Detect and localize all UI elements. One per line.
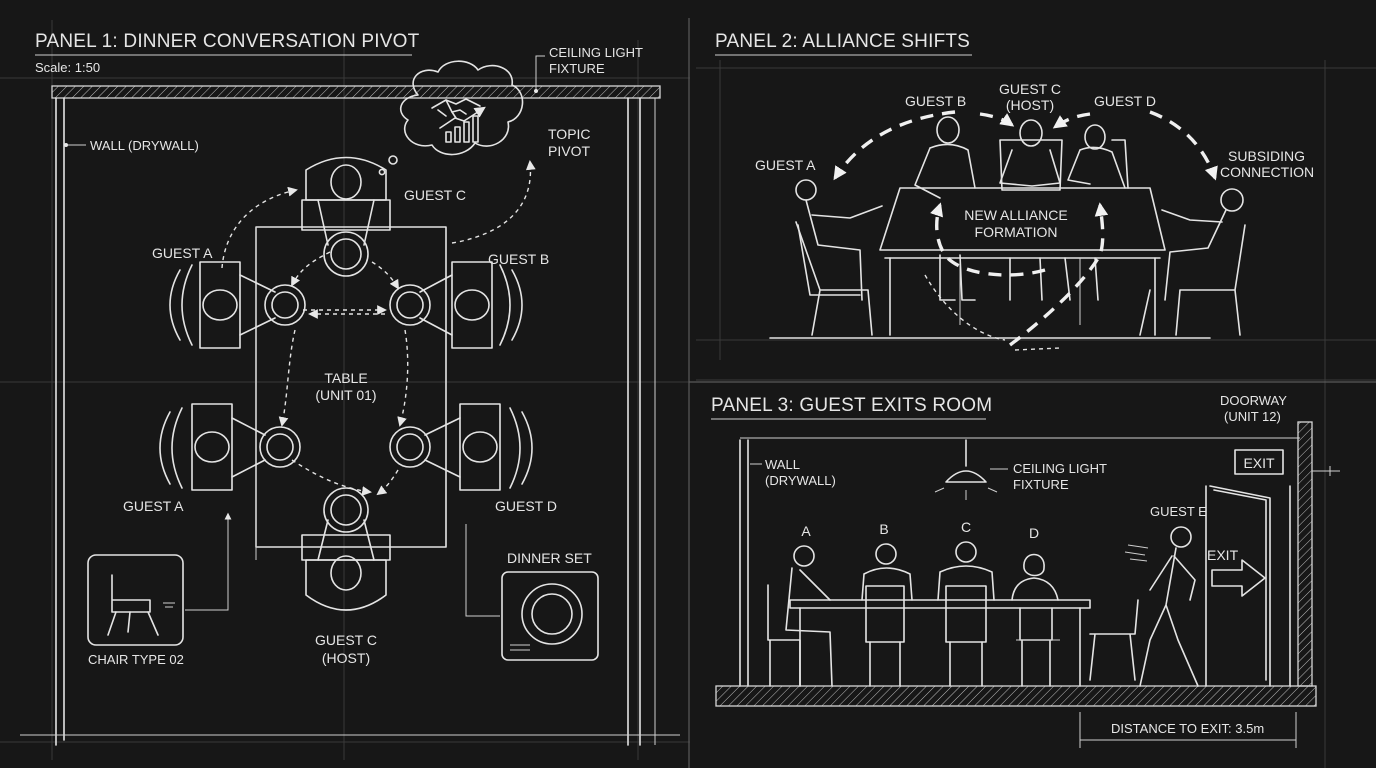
p2-subsiding-label-1: SUBSIDING	[1228, 148, 1305, 164]
p3-guest-b-figure	[861, 543, 913, 687]
p2-subsiding-label-2: CONNECTION	[1220, 164, 1314, 180]
p2-subsiding-guest-figure	[1139, 188, 1246, 336]
p2-guest-d-label: GUEST D	[1094, 93, 1156, 109]
construction-guides	[0, 20, 1376, 768]
seat-label-c: C	[961, 519, 971, 535]
guest-d-label: GUEST D	[495, 498, 557, 514]
topic-pivot-arrow	[451, 160, 536, 244]
wall-label: WALL (DRYWALL)	[90, 138, 199, 153]
p3-empty-chair	[1089, 599, 1139, 681]
guest-a-top-label: GUEST A	[152, 245, 213, 261]
guest-c-host-label-1: GUEST C	[315, 632, 377, 648]
panel-2-title: PANEL 2: ALLIANCE SHIFTS	[715, 31, 970, 52]
alliance-label-1: NEW ALLIANCE	[964, 207, 1067, 223]
guest-d-seat	[389, 403, 533, 491]
p2-guest-c-label-2: (HOST)	[1006, 97, 1054, 113]
distance-label: DISTANCE TO EXIT: 3.5m	[1111, 721, 1264, 736]
p3-guest-d-figure	[1011, 553, 1060, 687]
guest-c-top-seat	[301, 156, 391, 277]
p2-guest-a-label: GUEST A	[755, 157, 816, 173]
ceiling-light-label-2: FIXTURE	[549, 61, 605, 76]
p3-wall-label-1: WALL	[765, 457, 800, 472]
handshake-icon	[431, 98, 481, 119]
door-dimension	[1312, 466, 1340, 476]
alliance-label-2: FORMATION	[975, 224, 1058, 240]
guest-c-top-label: GUEST C	[404, 187, 466, 203]
p2-guest-a-figure	[795, 179, 883, 336]
scale-label: Scale: 1:50	[35, 60, 100, 75]
distance-dimension	[1079, 712, 1297, 748]
panel-2: PANEL 2: ALLIANCE SHIFTS GUEST B GUEST C…	[715, 31, 1314, 351]
p3-room	[715, 421, 1317, 707]
thought-bubble-icon	[378, 60, 524, 176]
open-door	[1209, 485, 1271, 687]
p2-guest-b-figure	[914, 116, 976, 301]
panel-1-title: PANEL 1: DINNER CONVERSATION PIVOT	[35, 31, 420, 52]
topic-pivot-label-1: TOPIC	[548, 126, 591, 142]
dinner-set-detail	[465, 524, 599, 661]
guest-a-upper-seat	[169, 261, 306, 349]
p3-guest-a-figure	[767, 545, 833, 687]
exit-sign-text: EXIT	[1243, 455, 1275, 471]
p3-ceiling-light-label-2: FIXTURE	[1013, 477, 1069, 492]
p3-ceiling-light-label-1: CEILING LIGHT	[1013, 461, 1107, 476]
panel-3: PANEL 3: GUEST EXITS ROOM DOORWAY (UNIT …	[711, 393, 1340, 748]
seat-label-b: B	[879, 521, 888, 537]
panel-1: PANEL 1: DINNER CONVERSATION PIVOT Scale…	[20, 31, 680, 746]
exit-arrow-label: EXIT	[1207, 547, 1239, 563]
p3-guest-c-figure	[937, 541, 995, 687]
guest-b-label: GUEST B	[488, 251, 549, 267]
table-label-2: (UNIT 01)	[315, 387, 376, 403]
guest-c-host-seat	[301, 487, 391, 611]
dinner-set-label: DINNER SET	[507, 550, 592, 566]
guest-e-label: GUEST E	[1150, 504, 1207, 519]
p3-guest-e-figure	[1124, 526, 1199, 687]
conversation-arrows	[278, 251, 409, 496]
chair-type-detail	[87, 512, 232, 646]
doorway-label-2: (UNIT 12)	[1224, 409, 1281, 424]
doorway-label-1: DOORWAY	[1220, 393, 1287, 408]
ceiling-lamp-icon	[934, 439, 998, 500]
p2-guest-b-label: GUEST B	[905, 93, 966, 109]
panel-3-title: PANEL 3: GUEST EXITS ROOM	[711, 395, 992, 416]
guest-a-lower-seat	[159, 403, 301, 491]
guest-c-host-label-2: (HOST)	[322, 650, 370, 666]
growth-chart-icon	[439, 106, 486, 143]
p2-guest-c-label-1: GUEST C	[999, 81, 1061, 97]
exit-sign: EXIT	[1234, 449, 1284, 475]
exit-arrow-icon	[1211, 559, 1266, 597]
p3-wall-label-2: (DRYWALL)	[765, 473, 836, 488]
p2-guest-c-figure	[999, 119, 1063, 301]
alliance-arrows	[833, 110, 1218, 351]
chair-type-label: CHAIR TYPE 02	[88, 652, 184, 667]
guest-b-seat	[389, 261, 523, 349]
seat-label-d: D	[1029, 525, 1039, 541]
ceiling-light-label-1: CEILING LIGHT	[549, 45, 643, 60]
table-label-1: TABLE	[324, 370, 367, 386]
seat-label-a: A	[801, 523, 811, 539]
p2-guest-d-figure	[1064, 124, 1129, 301]
topic-pivot-label-2: PIVOT	[548, 143, 590, 159]
room-walls	[20, 85, 680, 746]
guest-a-bottom-label: GUEST A	[123, 498, 184, 514]
p3-table	[789, 599, 1091, 687]
